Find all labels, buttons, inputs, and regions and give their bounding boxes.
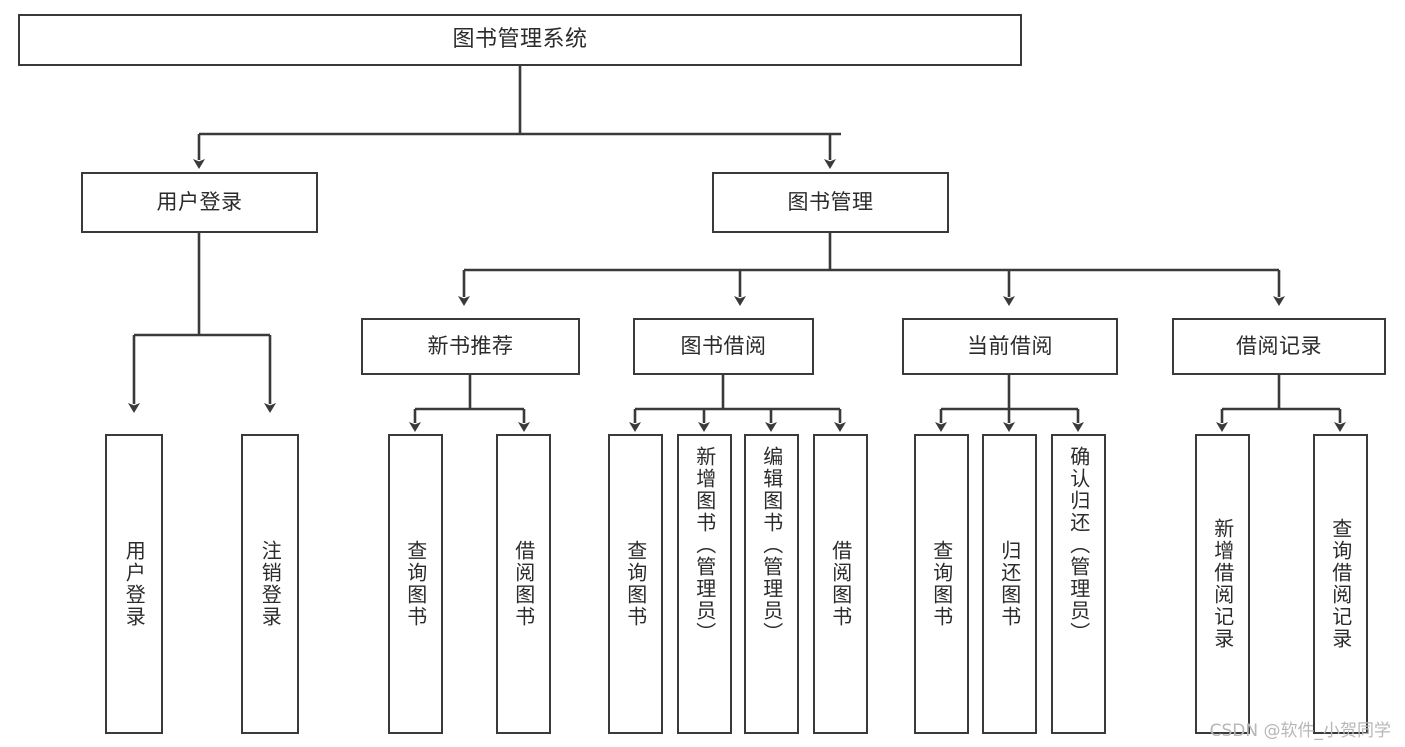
leaf-new-book-borrow[interactable]: 借阅图书 bbox=[496, 434, 551, 734]
node-label: 用户登录 bbox=[122, 540, 147, 628]
node-label: 借阅图书 bbox=[828, 540, 853, 628]
node-label: 图书借阅 bbox=[680, 334, 767, 359]
node-label: 用户登录 bbox=[156, 190, 243, 215]
node-book-management[interactable]: 图书管理 bbox=[712, 172, 949, 233]
node-user-login[interactable]: 用户登录 bbox=[81, 172, 318, 233]
node-label: 查询图书 bbox=[623, 540, 648, 628]
node-label: 新增图书（管理员） bbox=[692, 446, 717, 644]
node-label: 编辑图书（管理员） bbox=[759, 446, 784, 644]
node-label: 查询借阅记录 bbox=[1328, 518, 1353, 650]
node-label: 确认归还（管理员） bbox=[1066, 446, 1091, 644]
leaf-book-borrow-query[interactable]: 查询图书 bbox=[608, 434, 663, 734]
node-label: 当前借阅 bbox=[967, 334, 1053, 359]
leaf-book-borrow-edit[interactable]: 编辑图书（管理员） bbox=[744, 434, 799, 734]
node-label: 新书推荐 bbox=[427, 334, 514, 359]
node-current-borrow[interactable]: 当前借阅 bbox=[902, 318, 1118, 375]
node-label: 查询图书 bbox=[403, 540, 428, 628]
node-label: 查询图书 bbox=[929, 540, 954, 628]
node-label: 归还图书 bbox=[997, 540, 1022, 628]
node-book-borrow[interactable]: 图书借阅 bbox=[633, 318, 814, 375]
leaf-borrow-record-query[interactable]: 查询借阅记录 bbox=[1313, 434, 1368, 734]
leaf-user-login-logout[interactable]: 注销登录 bbox=[241, 434, 299, 734]
leaf-user-login-login[interactable]: 用户登录 bbox=[105, 434, 163, 734]
node-root-system[interactable]: 图书管理系统 bbox=[18, 14, 1022, 66]
node-new-book-recommend[interactable]: 新书推荐 bbox=[361, 318, 580, 375]
leaf-book-borrow-add[interactable]: 新增图书（管理员） bbox=[677, 434, 732, 734]
node-label: 图书管理系统 bbox=[452, 27, 588, 53]
leaf-book-borrow-borrow[interactable]: 借阅图书 bbox=[813, 434, 868, 734]
node-label: 新增借阅记录 bbox=[1210, 518, 1235, 650]
node-label: 借阅图书 bbox=[511, 540, 536, 628]
leaf-current-borrow-return[interactable]: 归还图书 bbox=[982, 434, 1037, 734]
leaf-borrow-record-add[interactable]: 新增借阅记录 bbox=[1195, 434, 1250, 734]
node-label: 借阅记录 bbox=[1236, 334, 1322, 359]
node-label: 注销登录 bbox=[258, 540, 283, 628]
node-borrow-record[interactable]: 借阅记录 bbox=[1172, 318, 1386, 375]
leaf-current-borrow-query[interactable]: 查询图书 bbox=[914, 434, 969, 734]
leaf-new-book-query[interactable]: 查询图书 bbox=[388, 434, 443, 734]
leaf-current-borrow-confirm-return[interactable]: 确认归还（管理员） bbox=[1051, 434, 1106, 734]
node-label: 图书管理 bbox=[787, 190, 874, 215]
